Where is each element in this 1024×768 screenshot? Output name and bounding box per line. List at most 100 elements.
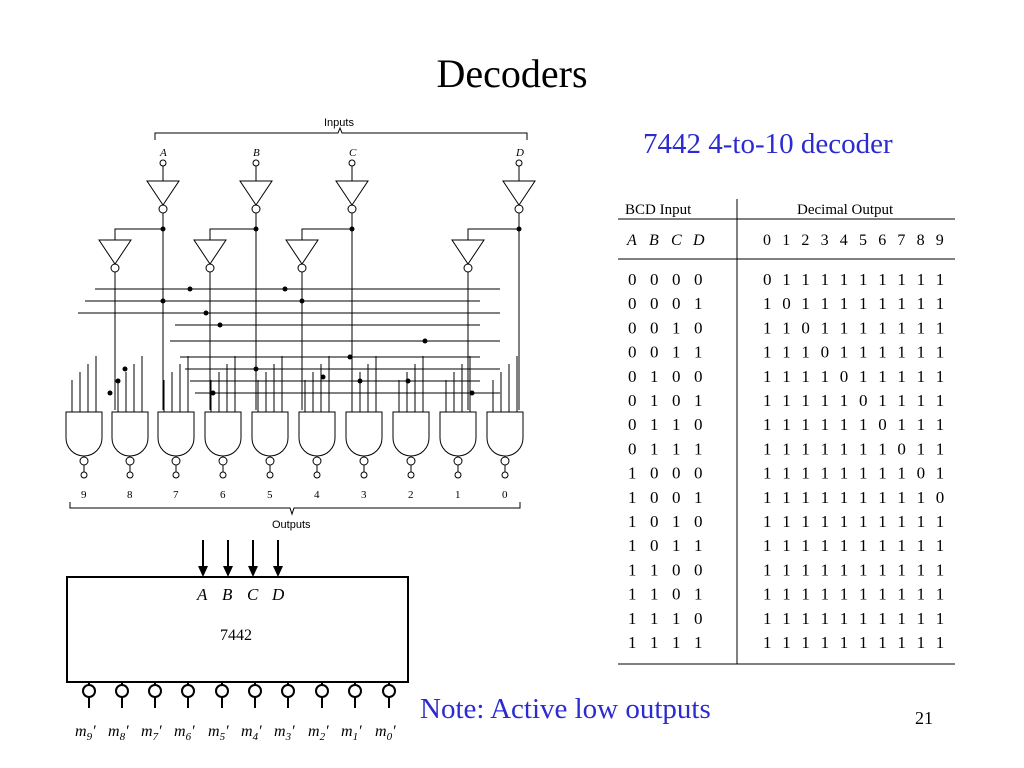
junction-dot — [203, 310, 209, 316]
output-cell: 1 — [859, 343, 868, 362]
output-cell: 1 — [801, 464, 810, 483]
output-cell: 1 — [878, 633, 887, 652]
output-col-header: 3 — [821, 232, 829, 249]
output-cell: 1 — [782, 488, 791, 507]
output-cell: 1 — [840, 488, 849, 507]
output-label-6: 6 — [220, 489, 226, 501]
output-cell: 1 — [878, 464, 887, 483]
output-pin-label: m3′ — [274, 723, 295, 743]
output-cell: 0 — [840, 367, 849, 386]
output-terminal — [80, 471, 88, 479]
output-cell: 1 — [859, 294, 868, 313]
output-cell: 1 — [859, 585, 868, 604]
output-cell: 1 — [782, 343, 791, 362]
input-label-C: C — [349, 147, 357, 159]
output-cell: 1 — [936, 415, 945, 434]
output-cell: 1 — [897, 512, 906, 531]
output-pin-label: m9′ — [75, 723, 96, 743]
output-terminal — [360, 471, 368, 479]
output-col-header: 6 — [878, 232, 886, 249]
input-cell: 1 — [694, 391, 703, 410]
output-cell: 1 — [936, 318, 945, 337]
pin-label-A: A — [196, 585, 208, 604]
nand-gate — [439, 411, 477, 457]
nand-gate — [486, 411, 524, 457]
pin-label-D: D — [271, 585, 285, 604]
output-col-header: 9 — [936, 232, 944, 249]
input-cell: 0 — [628, 318, 637, 337]
input-cell: 0 — [694, 560, 703, 579]
output-cell: 1 — [801, 633, 810, 652]
junction-dot — [217, 322, 223, 328]
output-cell: 1 — [763, 294, 772, 313]
output-cell: 1 — [917, 270, 926, 289]
output-cell: 1 — [897, 488, 906, 507]
output-cell: 1 — [763, 585, 772, 604]
output-cell: 1 — [917, 343, 926, 362]
nand-gate — [204, 411, 242, 457]
output-cell: 1 — [859, 318, 868, 337]
output-cell: 1 — [840, 512, 849, 531]
output-cell: 1 — [878, 585, 887, 604]
input-cell: 0 — [694, 464, 703, 483]
input-cell: 1 — [650, 391, 659, 410]
output-cell: 1 — [782, 512, 791, 531]
output-cell: 1 — [782, 609, 791, 628]
output-terminal — [501, 471, 509, 479]
output-cell: 1 — [917, 391, 926, 410]
input-cell: 1 — [628, 633, 637, 652]
input-cell: 0 — [650, 512, 659, 531]
input-cell: 1 — [628, 560, 637, 579]
output-cell: 1 — [763, 415, 772, 434]
output-terminal — [407, 471, 415, 479]
output-cell: 1 — [878, 536, 887, 555]
output-cell: 1 — [917, 318, 926, 337]
output-cell: 1 — [840, 391, 849, 410]
input-cell: 1 — [628, 609, 637, 628]
input-cell: 0 — [672, 464, 681, 483]
output-cell: 1 — [897, 609, 906, 628]
input-cell: 1 — [650, 415, 659, 434]
output-cell: 1 — [840, 560, 849, 579]
output-cell: 1 — [821, 464, 830, 483]
input-arrowhead — [273, 566, 283, 577]
output-cell: 1 — [897, 294, 906, 313]
output-cell: 1 — [821, 367, 830, 386]
output-cell: 1 — [840, 318, 849, 337]
input-cell: 0 — [694, 367, 703, 386]
output-cell: 1 — [917, 609, 926, 628]
output-cell: 1 — [840, 633, 849, 652]
input-cell: 1 — [672, 536, 681, 555]
input-cell: 0 — [672, 294, 681, 313]
output-pin-label: m5′ — [208, 723, 229, 743]
input-cell: 0 — [628, 391, 637, 410]
nand-gate — [345, 411, 383, 457]
output-cell: 1 — [840, 294, 849, 313]
junction-dot — [107, 390, 113, 396]
output-cell: 1 — [801, 391, 810, 410]
output-cell: 0 — [782, 294, 791, 313]
output-cell: 1 — [936, 609, 945, 628]
output-pin-label: m1′ — [341, 723, 362, 743]
output-cell: 1 — [878, 270, 887, 289]
output-label-2: 2 — [408, 489, 414, 501]
output-cell: 0 — [917, 464, 926, 483]
input-cell: 0 — [672, 391, 681, 410]
output-cell: 1 — [936, 270, 945, 289]
input-cell: 1 — [650, 609, 659, 628]
output-cell: 1 — [859, 633, 868, 652]
output-cell: 1 — [859, 415, 868, 434]
output-cell: 1 — [782, 633, 791, 652]
input-arrowhead — [248, 566, 258, 577]
output-col-header: 1 — [782, 232, 790, 249]
output-cell: 1 — [821, 609, 830, 628]
input-cell: 1 — [672, 512, 681, 531]
group-header: Decimal Output — [797, 202, 894, 218]
output-cell: 1 — [859, 512, 868, 531]
input-cell: 1 — [650, 585, 659, 604]
output-cell: 1 — [801, 512, 810, 531]
input-cell: 0 — [628, 294, 637, 313]
output-cell: 1 — [821, 633, 830, 652]
output-cell: 1 — [878, 560, 887, 579]
